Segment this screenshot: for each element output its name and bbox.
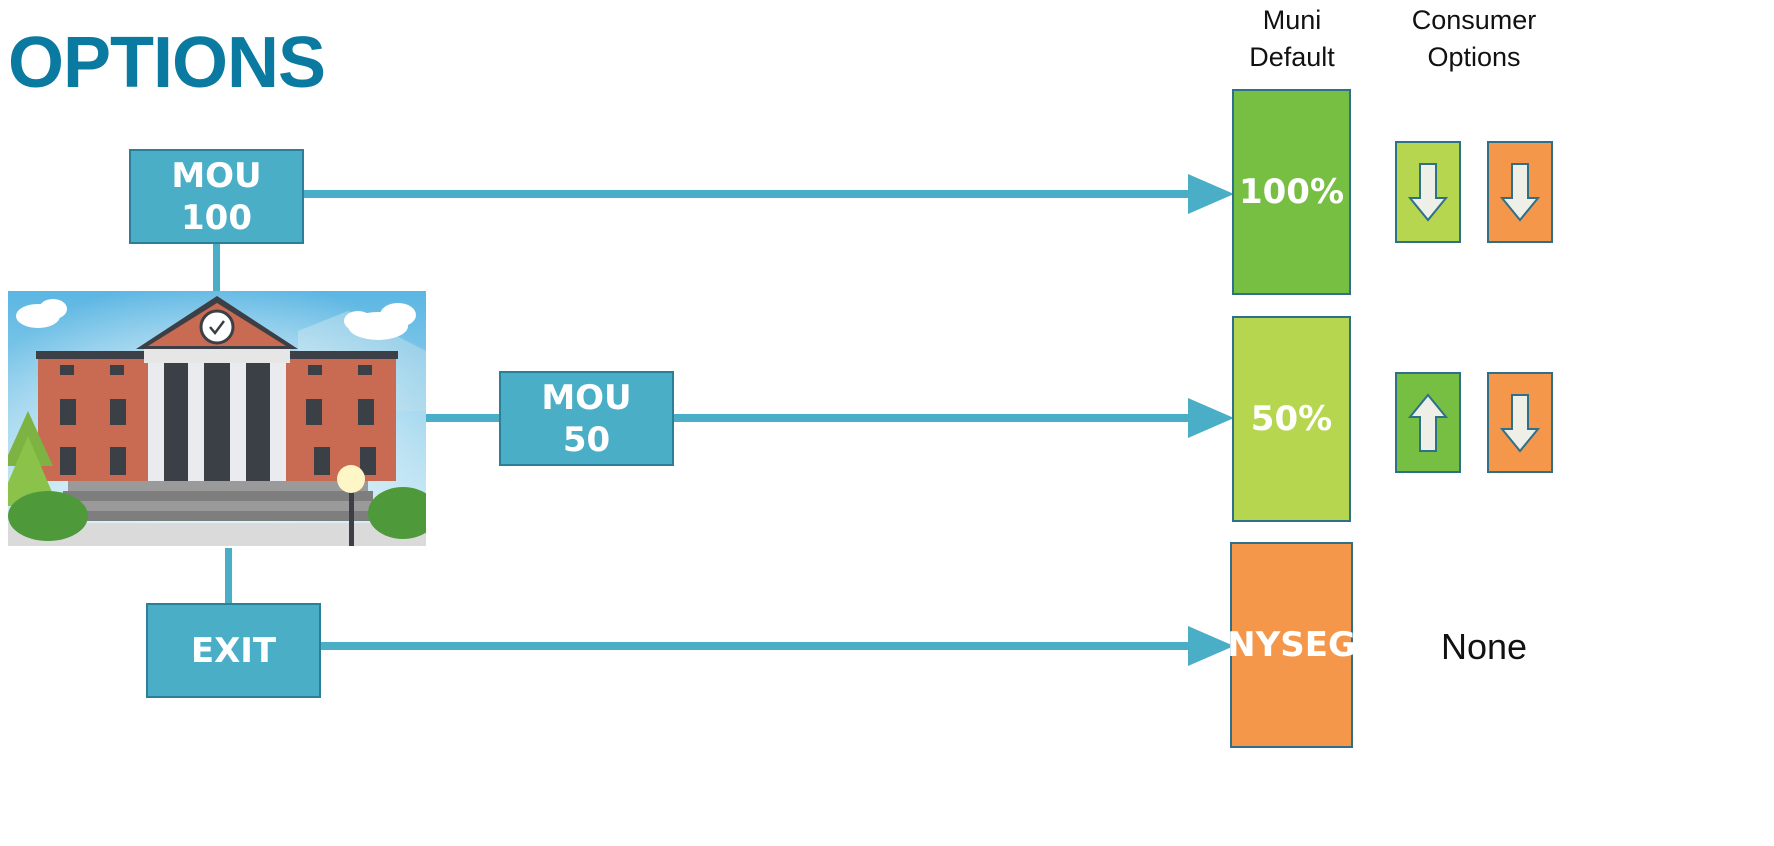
consumer-option-row1-orange — [1487, 141, 1553, 243]
arrow-down-icon — [1500, 163, 1540, 222]
exit-box: EXIT — [146, 603, 321, 698]
page-title: OPTIONS — [8, 23, 326, 103]
connector-mou100-to-building — [213, 243, 220, 291]
consumer-option-none: None — [1441, 626, 1528, 667]
mou50-box: MOU 50 — [499, 371, 674, 466]
line-building-to-mou50 — [425, 414, 501, 422]
consumer-option-row2-orange — [1487, 372, 1553, 473]
default-tile-100: 100% — [1232, 89, 1351, 295]
connector-building-to-exit — [225, 548, 232, 604]
arrow-line-mou100 — [302, 190, 1192, 198]
muni-default-header: Muni Default — [1249, 5, 1335, 72]
arrow-line-mou50 — [672, 414, 1192, 422]
arrowhead-mou100 — [1188, 174, 1234, 214]
municipal-building-illustration — [8, 291, 426, 546]
mou100-box: MOU 100 — [129, 149, 304, 244]
consumer-option-row2-green — [1395, 372, 1461, 473]
arrow-up-icon — [1408, 392, 1448, 452]
default-tile-50: 50% — [1232, 316, 1351, 522]
arrow-line-exit — [318, 642, 1192, 650]
default-tile-nyseg: NYSEG — [1227, 542, 1356, 748]
arrowhead-exit — [1188, 626, 1234, 666]
arrowhead-mou50 — [1188, 398, 1234, 438]
arrow-down-icon — [1408, 163, 1448, 222]
consumer-options-header: Consumer Options — [1411, 5, 1537, 72]
consumer-option-row1-green — [1395, 141, 1461, 243]
arrow-down-icon — [1500, 393, 1540, 453]
